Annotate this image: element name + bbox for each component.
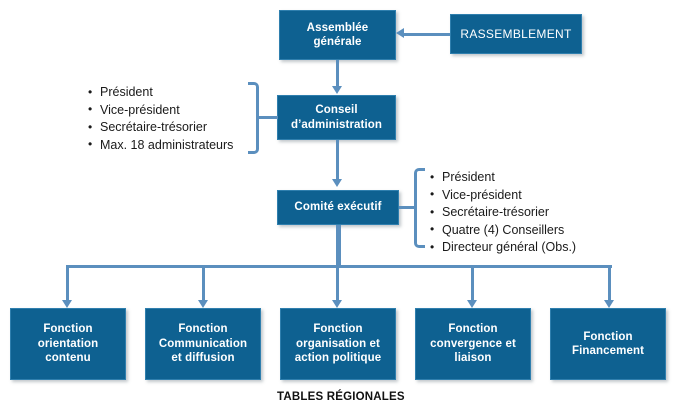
connector-conseil-to-comite bbox=[336, 140, 339, 180]
node-conseil-administration[interactable]: Conseil d’administration bbox=[277, 95, 396, 140]
node-fonction-organisation-action-politique[interactable]: Fonction organisation et action politiqu… bbox=[280, 308, 396, 380]
list-item: Vice-président bbox=[428, 186, 576, 205]
branch-drop-2 bbox=[202, 265, 205, 302]
fonction-1-text: Fonction orientation contenu bbox=[30, 322, 107, 366]
fonction-4-line2: convergence et bbox=[430, 337, 516, 350]
node-comite-executif[interactable]: Comité exécutif bbox=[277, 190, 399, 225]
fonction-2-text: Fonction Communication et diffusion bbox=[151, 322, 255, 366]
list-item: Secrétaire-trésorier bbox=[428, 204, 576, 222]
assemblee-line2: générale bbox=[313, 36, 362, 48]
list-item: Directeur général (Obs.) bbox=[428, 239, 576, 257]
arrow-to-function-2 bbox=[198, 300, 208, 308]
caption-tables-regionales: TABLES RÉGIONALES bbox=[277, 391, 405, 403]
fonction-2-line1: Fonction bbox=[178, 323, 228, 336]
node-fonction-communication-diffusion[interactable]: Fonction Communication et diffusion bbox=[145, 308, 261, 380]
branch-drop-3 bbox=[336, 265, 339, 302]
list-comite-members: Président Vice-président Secrétaire-trés… bbox=[428, 169, 576, 257]
node-fonction-orientation-contenu[interactable]: Fonction orientation contenu bbox=[10, 308, 126, 380]
list-item: Vice-président bbox=[86, 101, 233, 120]
bracket-comite-stub bbox=[399, 206, 416, 209]
node-rassemblement[interactable]: RASSEMBLEMENT bbox=[450, 14, 582, 54]
list-item: Max. 18 administrateurs bbox=[86, 136, 233, 155]
node-assemblee-generale-text: Assemblée générale bbox=[299, 21, 377, 50]
fonction-4-line3: liaison bbox=[454, 352, 492, 365]
connector-distribution-bar bbox=[67, 265, 612, 268]
fonction-3-line1: Fonction bbox=[313, 323, 363, 336]
arrow-to-function-1 bbox=[62, 300, 72, 308]
fonction-3-line2: organisation et bbox=[296, 337, 380, 350]
branch-drop-5 bbox=[608, 265, 611, 302]
fonction-4-text: Fonction convergence et liaison bbox=[422, 322, 524, 366]
branch-drop-4 bbox=[471, 265, 474, 302]
bracket-conseil-members bbox=[248, 82, 259, 154]
list-item: Secrétaire-trésorier bbox=[86, 119, 233, 137]
list-item: Président bbox=[428, 169, 576, 187]
node-assemblee-generale[interactable]: Assemblée générale bbox=[279, 10, 396, 60]
node-rassemblement-label: RASSEMBLEMENT bbox=[460, 26, 572, 41]
node-comite-label: Comité exécutif bbox=[294, 201, 382, 214]
fonction-3-text: Fonction organisation et action politiqu… bbox=[287, 322, 390, 366]
connector-assemblee-to-conseil bbox=[336, 60, 339, 87]
fonction-4-line1: Fonction bbox=[448, 323, 498, 336]
fonction-3-line3: action politique bbox=[294, 352, 382, 365]
fonction-1-line2: orientation bbox=[37, 337, 99, 350]
arrow-to-function-5 bbox=[604, 300, 614, 308]
fonction-5-text: Fonction Financement bbox=[564, 330, 652, 359]
node-fonction-convergence-liaison[interactable]: Fonction convergence et liaison bbox=[415, 308, 531, 380]
arrow-to-function-4 bbox=[467, 300, 477, 308]
conseil-line1: Conseil bbox=[315, 104, 358, 116]
connector-comite-trunk bbox=[336, 225, 341, 267]
list-conseil-members: Président Vice-président Secrétaire-trés… bbox=[86, 84, 233, 154]
list-item: Quatre (4) Conseillers bbox=[428, 221, 576, 240]
fonction-1-line3: contenu bbox=[45, 352, 91, 365]
node-conseil-text: Conseil d’administration bbox=[283, 103, 390, 132]
conseil-line2: d’administration bbox=[290, 118, 383, 131]
fonction-2-line2: Communication bbox=[158, 337, 248, 350]
bracket-conseil-stub bbox=[258, 116, 278, 119]
arrow-conseil-to-comite bbox=[332, 179, 342, 187]
fonction-1-line1: Fonction bbox=[43, 323, 93, 336]
node-fonction-financement[interactable]: Fonction Financement bbox=[550, 308, 666, 380]
list-item: Président bbox=[86, 84, 233, 102]
branch-drop-1 bbox=[66, 265, 69, 302]
assemblee-line1: Assemblée bbox=[306, 21, 369, 34]
fonction-5-line1: Fonction bbox=[583, 330, 633, 343]
fonction-5-line2: Financement bbox=[571, 345, 645, 357]
arrow-to-function-3 bbox=[332, 300, 342, 308]
fonction-2-line3: et diffusion bbox=[171, 352, 235, 365]
arrow-rassemblement-to-assemblee bbox=[396, 28, 404, 38]
arrow-assemblee-to-conseil bbox=[332, 86, 342, 94]
connector-rassemblement-to-assemblee bbox=[404, 33, 450, 36]
